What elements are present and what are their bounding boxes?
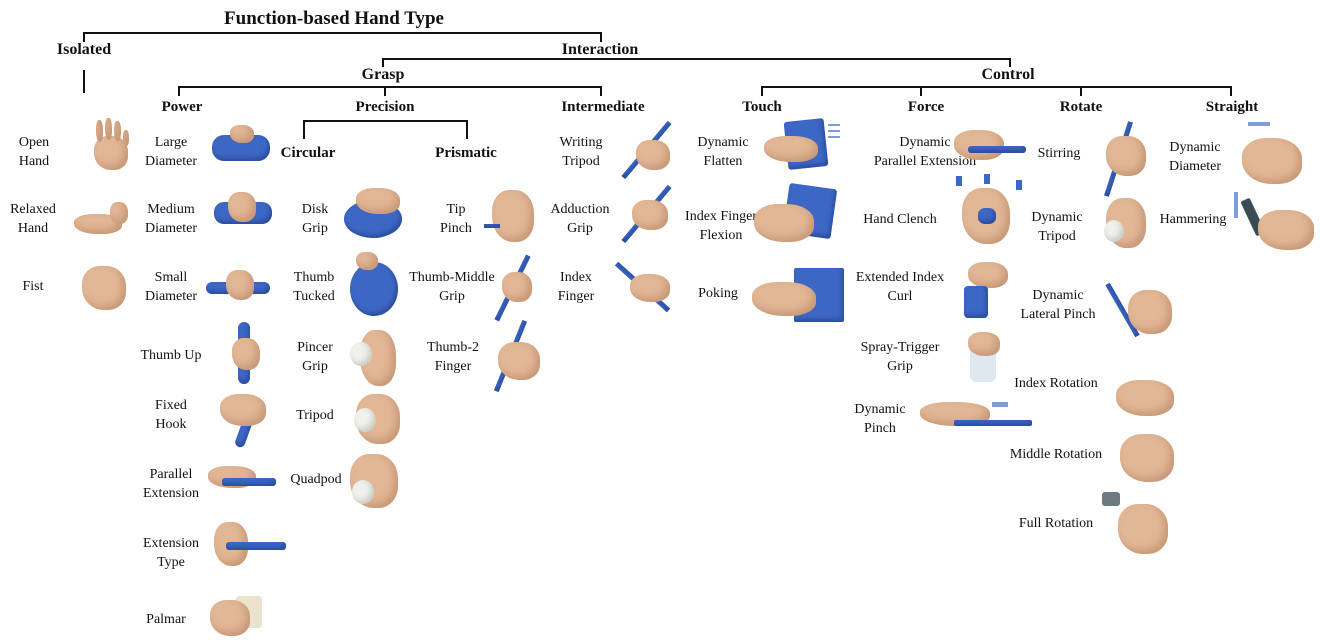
label-hand-clench: Hand Clench (852, 210, 948, 229)
category-control: Control (981, 66, 1034, 84)
image-parallel-extension (208, 460, 274, 516)
image-index-rotation (1104, 356, 1178, 432)
label-stirring: Stirring (1030, 144, 1088, 163)
label-palmar: Palmar (136, 610, 196, 629)
category-rotate: Rotate (1060, 99, 1102, 116)
label-tripod: Tripod (288, 406, 342, 425)
image-thumb-tucked (346, 252, 412, 322)
image-palmar (206, 594, 272, 640)
image-fist (78, 262, 144, 318)
label-relaxed-hand: Relaxed Hand (0, 200, 66, 238)
category-touch: Touch (742, 99, 781, 116)
image-dynamic-parallel-extension (954, 126, 1028, 170)
image-thumb-middle-grip (486, 254, 552, 322)
label-index-rotation: Index Rotation (1006, 374, 1106, 393)
category-isolated: Isolated (57, 41, 111, 59)
category-intermediate: Intermediate (561, 99, 644, 116)
label-middle-rotation: Middle Rotation (1004, 445, 1108, 464)
label-open-hand: Open Hand (8, 133, 60, 171)
image-tripod (346, 392, 412, 448)
label-full-rotation: Full Rotation (1012, 514, 1100, 533)
image-dynamic-flatten (762, 118, 842, 174)
category-power: Power (162, 99, 203, 116)
image-dynamic-tripod (1096, 196, 1150, 254)
image-dynamic-diameter (1228, 118, 1306, 190)
label-disk-grip: Disk Grip (290, 200, 340, 238)
label-fixed-hook: Fixed Hook (136, 396, 206, 434)
image-thumb-up (222, 320, 288, 386)
label-index-finger: Index Finger (550, 268, 602, 306)
category-force: Force (908, 99, 944, 116)
connector-root (84, 33, 601, 42)
label-dynamic-pinch: Dynamic Pinch (850, 400, 910, 438)
label-small-diameter: Small Diameter (136, 268, 206, 306)
image-fixed-hook (216, 392, 282, 448)
label-hammering: Hammering (1156, 210, 1230, 229)
image-extension-type (210, 518, 276, 574)
label-dynamic-flatten: Dynamic Flatten (690, 133, 756, 171)
label-extended-index-curl: Extended Index Curl (846, 268, 954, 306)
connector-grasp (179, 87, 601, 96)
image-stirring (1094, 116, 1158, 196)
image-thumb-2-finger (484, 320, 550, 392)
label-extension-type: Extension Type (134, 534, 208, 572)
connector-control (762, 87, 1231, 96)
label-pincer-grip: Pincer Grip (288, 338, 342, 376)
image-adduction-grip (614, 182, 680, 244)
image-hand-clench (952, 174, 1028, 246)
category-straight: Straight (1206, 99, 1259, 116)
label-tip-pinch: Tip Pinch (428, 200, 484, 238)
image-middle-rotation (1110, 428, 1178, 486)
category-interaction: Interaction (562, 41, 638, 59)
image-dynamic-lateral-pinch (1092, 262, 1178, 348)
image-dynamic-pinch (918, 396, 1034, 446)
category-precision: Precision (356, 99, 415, 116)
image-index-finger (614, 258, 680, 316)
label-large-diameter: Large Diameter (136, 133, 206, 171)
image-writing-tripod (614, 118, 680, 180)
image-quadpod (346, 452, 412, 514)
image-extended-index-curl (958, 256, 1012, 322)
connector-interaction (383, 59, 1010, 67)
label-poking: Poking (690, 284, 746, 303)
image-full-rotation (1100, 490, 1172, 562)
label-thumb-up: Thumb Up (136, 346, 206, 365)
label-fist: Fist (8, 277, 58, 296)
image-large-diameter (208, 125, 274, 181)
label-dynamic-lateral-pinch: Dynamic Lateral Pinch (1012, 286, 1104, 324)
category-prismatic: Prismatic (435, 145, 497, 162)
connector-precision (304, 121, 467, 139)
category-circular: Circular (281, 145, 336, 162)
category-grasp: Grasp (362, 66, 405, 84)
image-tip-pinch (484, 186, 550, 242)
image-poking (750, 266, 846, 326)
label-thumb-2-finger: Thumb-2 Finger (418, 338, 488, 376)
diagram-title: Function-based Hand Type (224, 8, 444, 30)
image-index-finger-flexion (752, 184, 840, 248)
label-dynamic-tripod: Dynamic Tripod (1024, 208, 1090, 246)
label-parallel-extension: Parallel Extension (134, 465, 208, 503)
image-small-diameter (204, 264, 270, 320)
image-disk-grip (342, 186, 408, 242)
label-thumb-tucked: Thumb Tucked (286, 268, 342, 306)
label-dynamic-diameter: Dynamic Diameter (1162, 138, 1228, 176)
label-quadpod: Quadpod (284, 470, 348, 489)
label-writing-tripod: Writing Tripod (550, 133, 612, 171)
image-hammering (1232, 188, 1318, 258)
label-adduction-grip: Adduction Grip (546, 200, 614, 238)
image-pincer-grip (346, 324, 412, 390)
label-medium-diameter: Medium Diameter (136, 200, 206, 238)
image-relaxed-hand (70, 192, 136, 248)
label-spray-trigger-grip: Spray-Trigger Grip (850, 338, 950, 376)
image-medium-diameter (210, 188, 276, 244)
